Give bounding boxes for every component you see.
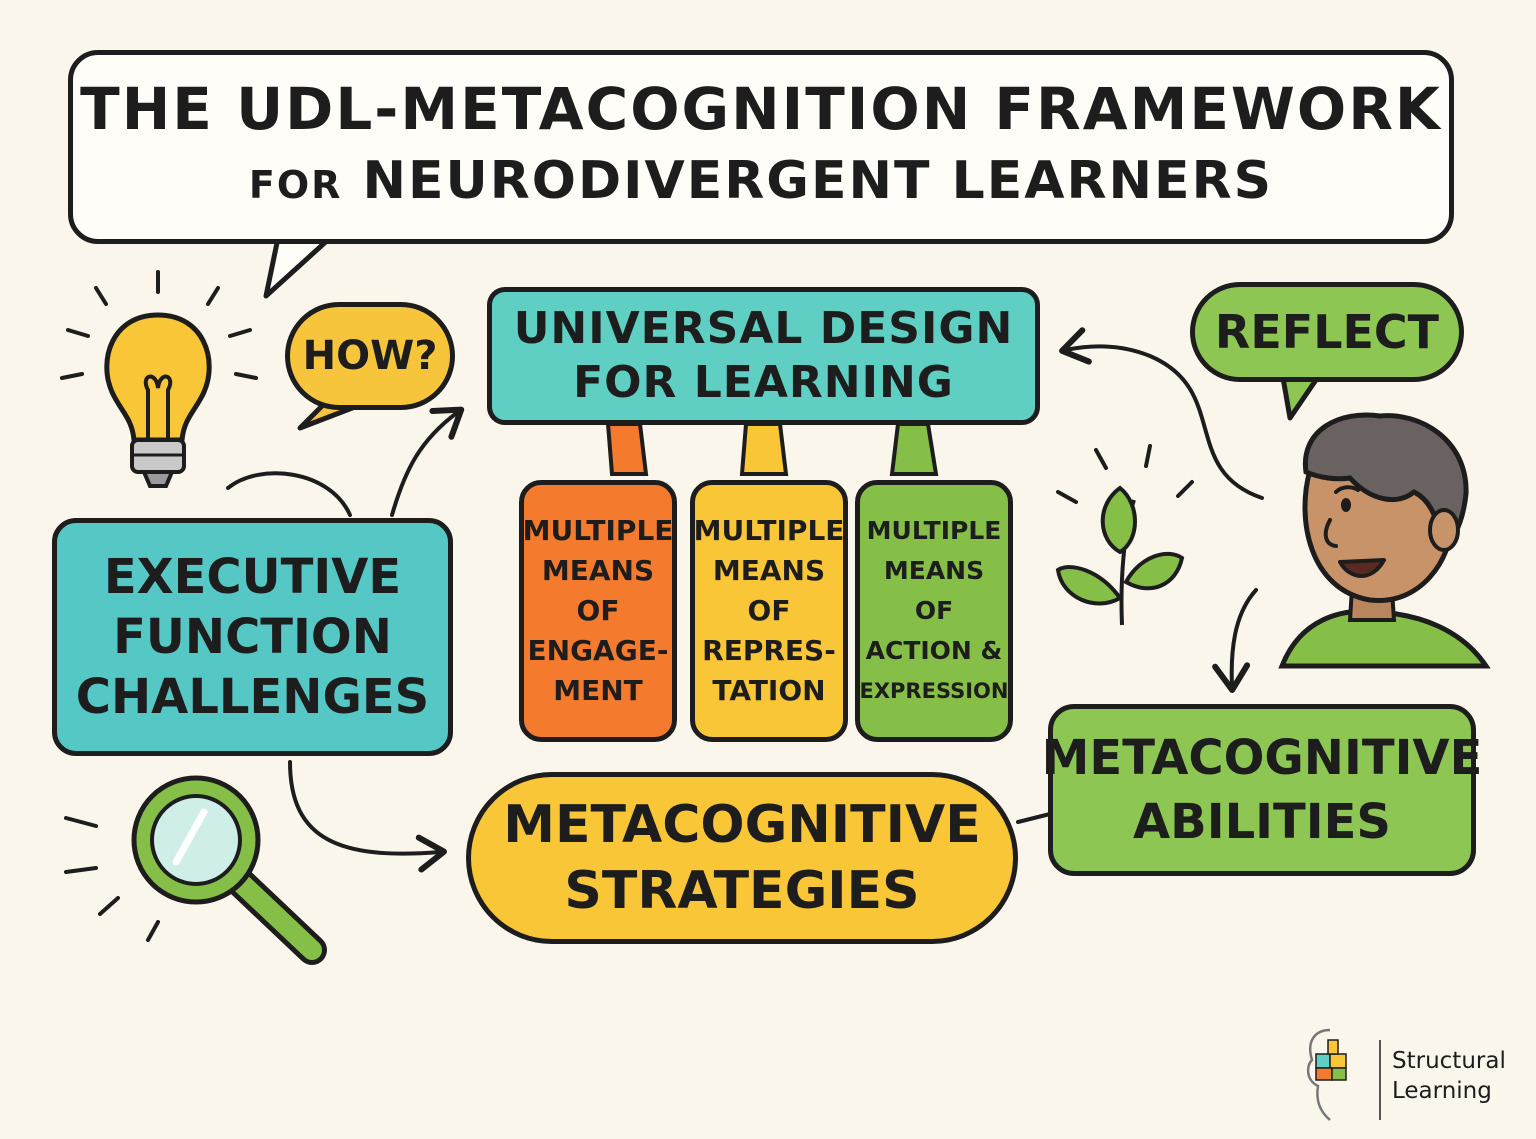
reflect-bubble-tail	[1279, 371, 1323, 421]
metacognitive-strategies-box: METACOGNITIVE STRATEGIES	[466, 772, 1018, 944]
executive-line-2: FUNCTION	[113, 609, 392, 665]
arrow-learner-to-abilities	[1212, 588, 1258, 693]
executive-line-3: CHALLENGES	[75, 669, 430, 725]
means-line: ENGAGE-	[527, 634, 669, 667]
strategies-line-1: METACOGNITIVE	[503, 795, 981, 855]
means-line: REPRES-	[702, 634, 836, 667]
means-engagement-box: MULTIPLE MEANS OF ENGAGE- MENT	[519, 480, 677, 742]
how-label: HOW?	[302, 333, 438, 379]
means-line: OF	[914, 596, 954, 625]
title-line-2: FOR NEURODIVERGENT LEARNERS	[249, 145, 1273, 221]
udl-line-1: UNIVERSAL DESIGN	[513, 303, 1014, 354]
means-line: MENT	[553, 674, 643, 707]
brand-line-2: Learning	[1392, 1078, 1492, 1104]
title-prefix: FOR	[248, 163, 343, 207]
udl-box: UNIVERSAL DESIGN FOR LEARNING	[487, 287, 1040, 425]
learner-avatar	[1278, 412, 1491, 669]
connector-strategies-abilities	[1016, 812, 1052, 824]
means-line: MEANS	[712, 554, 826, 587]
magnifying-glass-icon	[64, 775, 327, 965]
means-line: MULTIPLE	[522, 514, 674, 547]
means-line: OF	[576, 594, 620, 627]
means-line: MEANS	[883, 556, 985, 585]
means-line: MULTIPLE	[866, 516, 1002, 545]
title-box: THE UDL-METACOGNITION FRAMEWORK FOR NEURO…	[68, 50, 1454, 244]
lightbulb-icon	[60, 270, 258, 488]
means-line: ACTION &	[865, 636, 1003, 665]
title-main: NEURODIVERGENT LEARNERS	[362, 151, 1274, 211]
udl-line-2: FOR LEARNING	[573, 357, 954, 408]
title-line-1: THE UDL-METACOGNITION FRAMEWORK	[80, 75, 1442, 143]
means-line: EXPRESSION	[859, 679, 1009, 703]
strategies-line-2: STRATEGIES	[564, 861, 920, 921]
means-line: TATION	[712, 674, 826, 707]
title-bubble-tail	[263, 236, 332, 299]
brand-logo-text: Structural Learning	[1392, 1046, 1506, 1106]
brand-line-1: Structural	[1392, 1048, 1506, 1074]
arrow-exec-to-udl	[226, 412, 458, 517]
metacognitive-abilities-box: METACOGNITIVE ABILITIES	[1042, 704, 1482, 876]
means-line: MULTIPLE	[693, 514, 845, 547]
means-line: MEANS	[541, 554, 655, 587]
abilities-line-1: METACOGNITIVE	[1041, 730, 1483, 786]
udl-stems	[605, 422, 939, 476]
sprout-icon	[1055, 444, 1194, 626]
arrow-learner-to-udl	[1059, 327, 1264, 500]
means-representation-box: MULTIPLE MEANS OF REPRES- TATION	[690, 480, 848, 742]
reflect-label: REFLECT	[1214, 305, 1440, 359]
arrow-exec-to-strategies	[288, 760, 447, 873]
means-line: OF	[747, 594, 791, 627]
abilities-line-2: ABILITIES	[1133, 794, 1391, 850]
executive-function-box: EXECUTIVE FUNCTION CHALLENGES	[52, 518, 453, 756]
reflect-speech-bubble: REFLECT	[1190, 282, 1464, 382]
brand-logo-mark	[1306, 1028, 1381, 1121]
how-speech-bubble: HOW?	[285, 302, 455, 410]
means-action-expression-box: MULTIPLE MEANS OF ACTION & EXPRESSION	[855, 480, 1013, 742]
executive-line-1: EXECUTIVE	[103, 549, 402, 605]
